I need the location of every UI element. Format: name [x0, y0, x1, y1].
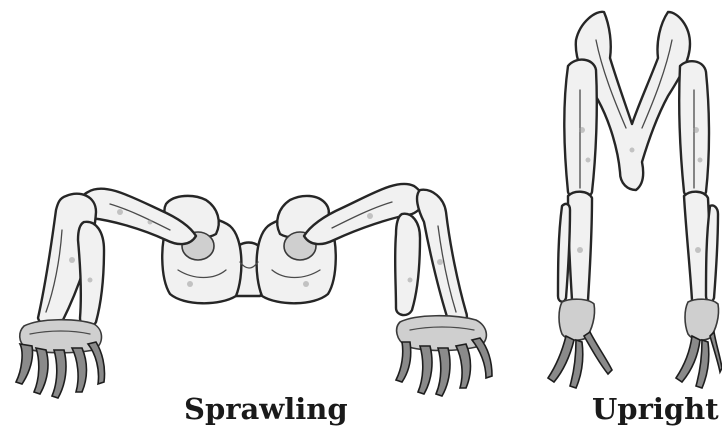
sprawling-label: Sprawling: [184, 392, 348, 426]
upright-label: Upright: [592, 392, 719, 426]
sprawling-skeleton: [16, 184, 492, 398]
upright-left-lower-leg: [558, 192, 592, 306]
sprawling-pelvis: [162, 196, 336, 303]
sprawling-left-foot: [16, 320, 105, 398]
sprawling-right-foot: [396, 316, 492, 396]
upright-left-foot: [548, 299, 612, 388]
upright-skeleton: [548, 12, 722, 388]
upright-right-foot: [676, 299, 722, 388]
upright-right-lower-leg: [684, 192, 718, 306]
